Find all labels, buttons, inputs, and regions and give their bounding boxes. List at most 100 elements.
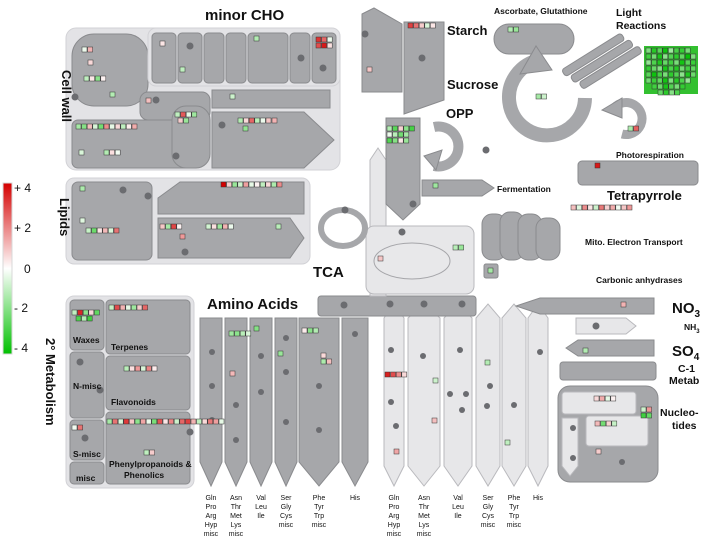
heat-cell	[432, 377, 439, 384]
heat-cell-group-cw-h	[177, 117, 189, 124]
heat-cell-group-nuc-e	[595, 448, 602, 455]
heat-cell	[679, 53, 685, 60]
legend-tick-5: - 4	[14, 341, 28, 355]
heat-cell	[190, 418, 197, 425]
heat-cell	[179, 66, 186, 73]
heat-cell	[668, 71, 674, 78]
heat-cell	[103, 149, 110, 156]
heat-cell	[228, 223, 234, 230]
heat-cell-group-cw-d	[109, 91, 116, 98]
amino-acid-label: misc	[229, 531, 244, 538]
amino-acid-label: Asn	[230, 495, 242, 502]
heat-cell	[662, 83, 669, 90]
heat-cell-group-lr-e	[645, 71, 697, 78]
heat-cell	[275, 223, 282, 230]
heat-cell	[100, 75, 107, 82]
heat-cell-group-sm-e	[71, 424, 83, 431]
heat-cell	[207, 418, 214, 425]
heat-cell-group-st-a	[407, 22, 436, 29]
heat-cell-group-aa-d	[277, 350, 284, 357]
amino-acid-label: misc	[204, 531, 219, 538]
amino-acid-label: Leu	[255, 504, 267, 511]
heat-cell	[87, 46, 93, 53]
s-misc-label: S-misc	[73, 449, 101, 459]
heat-cell	[645, 59, 652, 66]
heat-cell	[92, 123, 99, 130]
heat-cell	[71, 424, 78, 431]
heat-cell	[651, 65, 657, 72]
heat-cell	[94, 309, 100, 316]
heat-cell	[397, 125, 404, 132]
heat-cell	[458, 244, 464, 251]
heat-cell	[621, 204, 627, 211]
heat-cell	[81, 315, 87, 322]
heat-cell-group-cho-a	[159, 40, 166, 47]
heat-cell	[254, 181, 260, 188]
heat-cell	[595, 448, 602, 455]
heat-cell	[151, 418, 158, 425]
heat-cell	[321, 42, 327, 49]
heat-cell	[237, 117, 244, 124]
heat-cell	[326, 42, 333, 49]
amino-acids-synthesis	[199, 317, 369, 488]
heat-cell	[112, 418, 118, 425]
heat-cell	[645, 77, 652, 84]
amino-acid-label: Gly	[281, 504, 292, 511]
heat-cell	[134, 418, 141, 425]
heat-cell	[403, 131, 410, 138]
heat-cell	[640, 412, 647, 419]
amino-acid-label: Trp	[314, 513, 324, 520]
heat-cell	[162, 418, 169, 425]
heat-cell	[484, 359, 491, 366]
heat-cell	[248, 117, 255, 124]
heat-cell-group-opp-b	[386, 131, 410, 138]
heat-cell-group-lip-g	[275, 223, 282, 230]
heat-cell	[109, 123, 115, 130]
heat-cell	[307, 327, 313, 334]
amino-acid-label: Thr	[419, 504, 430, 511]
amino-acid-label: Trp	[509, 513, 519, 520]
heat-cell	[487, 267, 494, 274]
heat-cell-group-aa-g	[320, 358, 332, 365]
heat-cell	[594, 420, 601, 427]
heat-cell	[114, 304, 120, 311]
heat-cell-group-lr-f	[645, 77, 691, 84]
amino-acid-label: misc	[507, 522, 522, 529]
heat-cell	[108, 304, 115, 311]
heat-cell	[245, 330, 252, 337]
heat-cell	[403, 137, 410, 144]
heat-cell	[248, 181, 255, 188]
heat-cell	[668, 83, 675, 90]
heat-cell	[656, 71, 663, 78]
c1-label-1: C-1	[678, 363, 695, 375]
heat-cell	[183, 117, 189, 124]
heat-cell	[142, 304, 148, 311]
heat-cell	[640, 406, 647, 413]
heat-cell	[690, 65, 697, 72]
heat-cell-group-asc-b	[535, 93, 547, 100]
heat-cell-group-aa-i	[432, 377, 439, 384]
amino-acid-label: Pro	[389, 504, 400, 511]
heat-cell-group-cw-n	[103, 149, 121, 156]
heat-cell-group-aa-c	[229, 370, 236, 377]
heat-cell	[593, 204, 599, 211]
heat-cell	[123, 365, 130, 372]
heat-cell	[657, 83, 663, 90]
heat-cell	[386, 131, 393, 138]
heat-cell	[86, 123, 93, 130]
heat-cell	[82, 309, 89, 316]
nucleotides-label-2: tides	[672, 420, 697, 432]
heat-cell	[684, 47, 691, 54]
heat-cell	[587, 204, 594, 211]
amino-acid-label: Thr	[231, 504, 242, 511]
heat-cell	[366, 66, 373, 73]
heat-cell	[243, 117, 249, 124]
heat-cell	[651, 59, 657, 66]
heat-cell	[218, 418, 225, 425]
heat-cell	[276, 181, 283, 188]
heat-cell	[646, 412, 652, 419]
heat-cell	[431, 417, 438, 424]
heat-cell	[393, 448, 400, 455]
heat-cell-group-lr-g	[651, 83, 686, 90]
heat-cell	[594, 162, 601, 169]
